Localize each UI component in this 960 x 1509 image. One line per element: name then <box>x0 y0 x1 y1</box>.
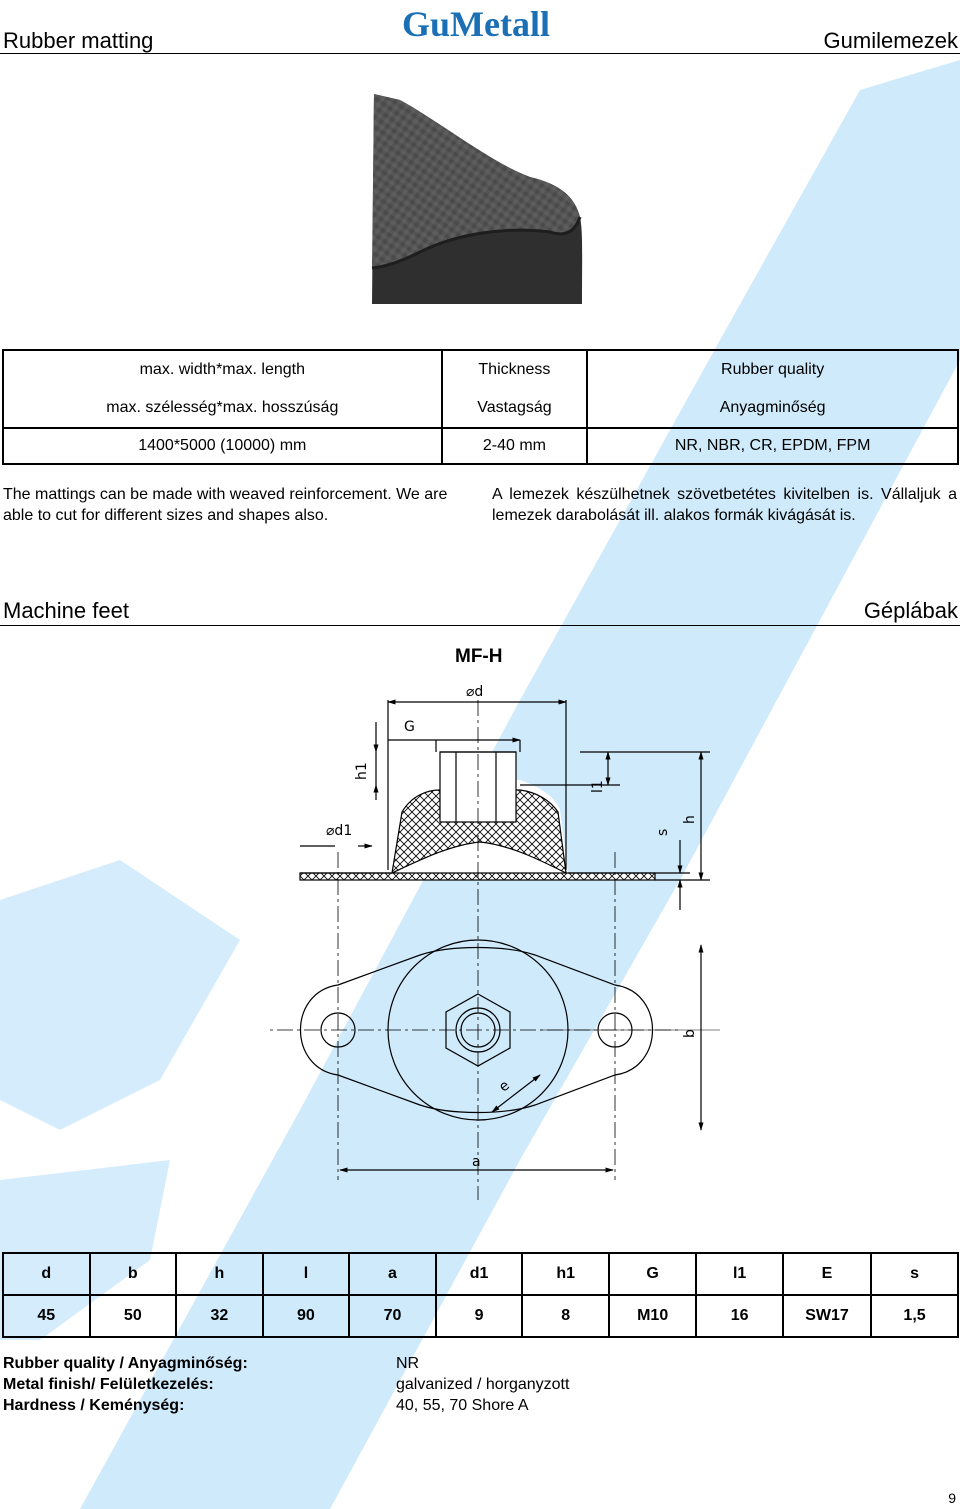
value-cell: 1,5 <box>870 1294 959 1338</box>
value-cell: 8 <box>521 1294 610 1338</box>
header-cell: b <box>88 1252 178 1296</box>
value-cell: 9 <box>434 1294 524 1338</box>
header-rule <box>0 53 960 54</box>
header-cell: d1 <box>434 1252 524 1296</box>
header-cell: E <box>781 1252 873 1296</box>
property-value: 40, 55, 70 Shore A <box>396 1397 529 1414</box>
property-row: Rubber quality / Anyagminőség: NR <box>3 1353 569 1374</box>
value-cell: 2-40 mm <box>440 427 589 465</box>
property-label: Metal finish/ Felületkezelés: <box>3 1376 214 1393</box>
machine-feet-dims-table: d b h l a d1 h1 G l1 E s 45 50 32 90 70 … <box>2 1252 959 1338</box>
value-cell: 90 <box>261 1294 351 1338</box>
header-cell: l <box>261 1252 351 1296</box>
dim-e-label: e <box>496 1077 513 1095</box>
property-row: Metal finish/ Felületkezelés: galvanized … <box>3 1374 569 1395</box>
header-cell: Vastagság <box>440 389 589 429</box>
header-cell: l1 <box>695 1252 784 1296</box>
svg-text:GuMetall: GuMetall <box>402 4 550 44</box>
gumetall-logo: GuMetall <box>402 4 550 44</box>
header-cell: h1 <box>521 1252 610 1296</box>
value-cell: 45 <box>2 1294 91 1338</box>
section-rule <box>0 625 960 626</box>
dim-b-label: b <box>682 1029 698 1038</box>
value-cell: 70 <box>348 1294 437 1338</box>
figure-title: MF-H <box>455 646 503 667</box>
header-cell: G <box>607 1252 698 1296</box>
value-cell: 1400*5000 (10000) mm <box>2 427 443 465</box>
section-title-hu: Géplábak <box>863 598 958 623</box>
dim-d-label: ⌀d <box>466 684 483 700</box>
property-label: Hardness / Keménység: <box>3 1397 185 1414</box>
dim-h-label: h <box>682 815 698 824</box>
value-cell: 32 <box>175 1294 264 1338</box>
header-cell: max. width*max. length <box>2 349 443 389</box>
matting-spec-table: max. width*max. length Thickness Rubber … <box>2 349 959 465</box>
description-hu: A lemezek készülhetnek szövetbetétes kiv… <box>492 486 957 524</box>
property-row: Hardness / Keménység: 40, 55, 70 Shore A <box>3 1395 569 1416</box>
header-cell: h <box>175 1252 264 1296</box>
value-cell: 50 <box>88 1294 178 1338</box>
header-cell: Thickness <box>440 349 589 389</box>
machine-foot-drawing: ⌀d G h1 l1 ⌀d1 s h b e a <box>270 684 720 1200</box>
rubber-sheet-photo <box>370 92 584 304</box>
page-number: 9 <box>948 1490 956 1506</box>
description-en: The mattings can be made with weaved rei… <box>3 486 448 524</box>
dim-l1-label: l1 <box>590 780 606 793</box>
properties-list: Rubber quality / Anyagminőség: NR Metal f… <box>3 1353 569 1416</box>
dim-g-label: G <box>404 719 415 735</box>
value-cell: NR, NBR, CR, EPDM, FPM <box>586 427 959 465</box>
section-title-en: Machine feet <box>3 598 129 623</box>
header-cell: Anyagminőség <box>586 389 959 429</box>
dim-s-label: s <box>655 829 671 836</box>
value-cell: SW17 <box>781 1294 873 1338</box>
header-cell: max. szélesség*max. hosszúság <box>2 389 443 429</box>
header-cell: a <box>348 1252 437 1296</box>
page-title-en: Rubber matting <box>3 28 154 53</box>
header-cell: s <box>870 1252 959 1296</box>
dim-d1-label: ⌀d1 <box>326 823 352 839</box>
value-cell: M10 <box>607 1294 698 1338</box>
property-label: Rubber quality / Anyagminőség: <box>3 1355 248 1372</box>
value-cell: 16 <box>695 1294 784 1338</box>
page-title-hu: Gumilemezek <box>823 28 958 53</box>
header-cell: Rubber quality <box>586 349 959 389</box>
property-value: NR <box>396 1355 420 1372</box>
property-value: galvanized / horganyzott <box>396 1376 570 1393</box>
dim-h1-label: h1 <box>354 762 370 780</box>
dim-a-label: a <box>472 1154 481 1170</box>
header-cell: d <box>2 1252 91 1296</box>
